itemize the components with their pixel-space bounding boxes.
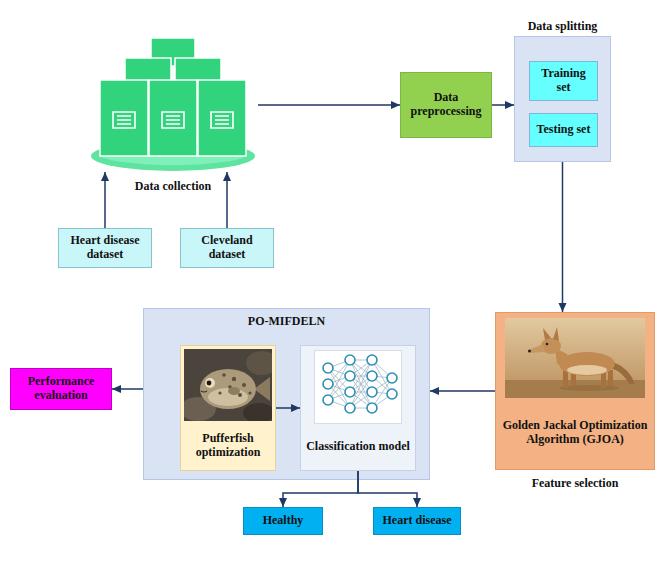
class-box: Healthy <box>243 507 323 535</box>
optimizer-box: Pufferfish optimization <box>180 345 276 471</box>
classifier-box: Classification model <box>300 345 416 471</box>
dataset-box: Heart disease dataset <box>58 228 152 268</box>
fish-mouth <box>201 391 207 392</box>
class-label: Heart disease <box>379 514 455 528</box>
server-icons <box>113 112 233 128</box>
data-collection-group: Data collection <box>88 36 258 172</box>
dataset-label: Heart disease dataset <box>64 234 146 262</box>
connector-arrow <box>358 471 421 507</box>
split-label: Training set <box>535 67 592 95</box>
connector-line <box>283 471 358 507</box>
connector-arrow <box>112 385 143 393</box>
output-box: Performance evaluation <box>10 368 112 410</box>
class-label: Healthy <box>249 514 317 528</box>
rock <box>243 403 272 421</box>
model-panel: PO-MIFDELN Pufferfish optimization Class… <box>143 308 430 480</box>
photo-ground <box>505 318 645 398</box>
connector-arrow <box>492 101 514 109</box>
arrow-head <box>291 404 300 412</box>
dataset-label: Cleveland dataset <box>186 234 268 262</box>
fish-spots <box>218 373 251 397</box>
pufferfish-photo <box>184 349 272 421</box>
arrow-head <box>505 101 514 109</box>
class-box: Heart disease <box>373 507 461 535</box>
connector-arrow <box>276 404 300 412</box>
algorithm-label: Feature selection <box>530 477 621 491</box>
jackal-nose <box>528 350 531 353</box>
fish-pupil <box>207 381 212 386</box>
panel-title: Data splitting <box>528 20 598 34</box>
connector-arrow <box>258 101 400 109</box>
jackal-photo <box>505 318 645 398</box>
split-label: Testing set <box>535 123 592 137</box>
dataset-box: Cleveland dataset <box>180 228 274 268</box>
arrow-head <box>413 498 421 507</box>
icon-frame <box>315 351 402 424</box>
connector-line <box>358 471 417 507</box>
connector-arrow <box>430 387 495 395</box>
arrow-head <box>559 303 567 312</box>
arrow-head <box>223 172 231 181</box>
fish-fin <box>228 387 240 395</box>
jackal-belly <box>567 365 607 375</box>
arrow-head <box>279 498 287 507</box>
connector-line <box>430 390 495 392</box>
split-box: Training set <box>529 61 598 101</box>
connector-arrow <box>223 172 231 228</box>
neural-network-icon <box>314 350 402 424</box>
network-neurons <box>323 355 397 413</box>
node-label: Data collection <box>133 180 213 194</box>
server-illustration <box>88 36 258 172</box>
arrow-head <box>391 101 400 109</box>
output-label: Performance evaluation <box>16 375 106 403</box>
label-holder: Feature selection <box>476 473 665 491</box>
fish-belly <box>208 388 248 406</box>
feature-selection-box: Golden Jackal Optimization Algorithm (GJ… <box>495 312 655 470</box>
fish-eye <box>205 378 215 388</box>
connector-arrow <box>101 172 109 228</box>
arrow-head <box>112 385 121 393</box>
rock <box>246 351 272 375</box>
arrow-head <box>430 387 439 395</box>
classifier-label: Classification model <box>306 440 410 454</box>
connector-arrow <box>559 162 567 312</box>
group-panel: Data splittingTraining setTesting set <box>514 36 611 162</box>
jackal-eye <box>546 343 549 346</box>
server-racks <box>100 38 246 156</box>
network-links <box>328 360 392 408</box>
jackal-ears <box>543 327 559 341</box>
process-box: Data preprocessing <box>400 72 492 138</box>
connector-line <box>258 104 400 106</box>
connector-arrow <box>279 471 358 507</box>
fish-body <box>200 369 256 409</box>
panel-title: PO-MIFDELN <box>144 315 429 329</box>
label-holder: Data splitting <box>515 20 610 34</box>
process-label: Data preprocessing <box>406 91 486 119</box>
algorithm-label: Golden Jackal Optimization Algorithm (GJ… <box>501 419 649 447</box>
label-holder: Data collection <box>68 176 278 194</box>
optimizer-label: Pufferfish optimization <box>186 432 270 460</box>
fish-tail <box>254 377 270 401</box>
jackal-snout <box>529 344 545 353</box>
split-box: Testing set <box>529 113 598 147</box>
connector-line <box>562 162 564 312</box>
arrow-head <box>101 172 109 181</box>
